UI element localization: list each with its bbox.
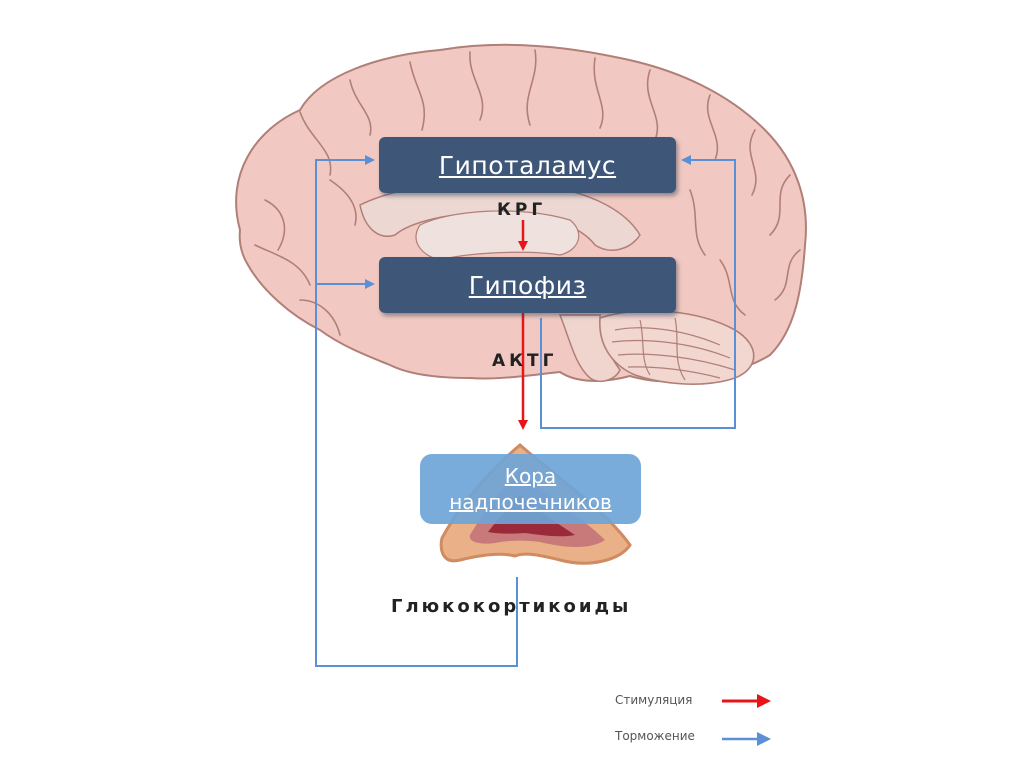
inhibition-arrows bbox=[315, 155, 736, 667]
label-glucocorticoids: Глюкокортикоиды bbox=[391, 596, 632, 617]
feedback-glucocorticoids-to-hypothalamus bbox=[315, 155, 518, 667]
node-pituitary: Гипофиз bbox=[379, 257, 676, 313]
node-hypothalamus: Гипоталамус bbox=[379, 137, 676, 193]
cerebellum bbox=[599, 310, 755, 385]
node-hypothalamus-label: Гипоталамус bbox=[438, 150, 617, 180]
node-adrenal-label-line1: Кора bbox=[504, 464, 557, 488]
legend-graphics bbox=[722, 694, 771, 746]
label-actg: АКТГ bbox=[492, 351, 558, 371]
node-pituitary-label: Гипофиз bbox=[468, 270, 587, 300]
brain-illustration bbox=[235, 43, 807, 385]
feedback-actg-to-hypothalamus bbox=[540, 155, 736, 429]
node-adrenal-label-line2: надпочечников bbox=[449, 490, 612, 514]
legend-stimulation-label: Стимуляция bbox=[615, 693, 693, 707]
node-adrenal-cortex: Кора надпочечников bbox=[420, 454, 641, 524]
legend-inhibition-label: Торможение bbox=[615, 729, 695, 743]
label-krg: КРГ bbox=[497, 200, 547, 220]
